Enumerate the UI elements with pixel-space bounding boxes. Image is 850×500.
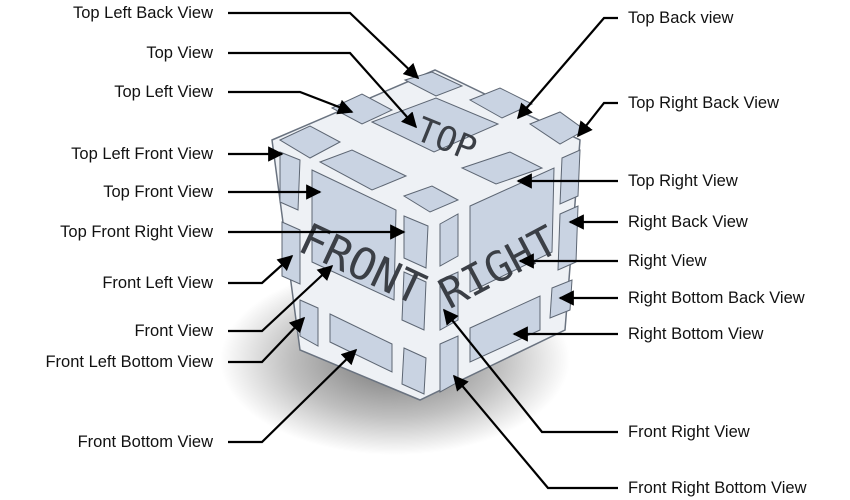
label-top-front-right-view: Top Front Right View bbox=[60, 223, 213, 241]
leader-front-left bbox=[228, 254, 294, 285]
label-front-left-view: Front Left View bbox=[102, 274, 213, 292]
label-front-view: Front View bbox=[134, 322, 213, 340]
label-top-left-view: Top Left View bbox=[114, 83, 213, 101]
label-front-left-bottom-view: Front Left Bottom View bbox=[45, 353, 213, 371]
leader-top-left bbox=[228, 90, 354, 115]
label-front-right-bottom-view: Front Right Bottom View bbox=[628, 479, 807, 497]
label-top-left-back-view: Top Left Back View bbox=[72, 4, 213, 22]
label-top-back-view: Top Back view bbox=[628, 9, 734, 27]
label-front-right-view: Front Right View bbox=[628, 423, 750, 441]
label-right-back-view: Right Back View bbox=[628, 213, 748, 231]
leader-front-right-bottom bbox=[453, 374, 618, 490]
label-top-front-view: Top Front View bbox=[103, 183, 213, 201]
leader-front-left-bottom bbox=[228, 316, 306, 364]
label-right-bottom-view: Right Bottom View bbox=[628, 325, 764, 343]
leader-top-left-back bbox=[228, 11, 420, 80]
leader-lines bbox=[228, 11, 618, 490]
label-top-left-front-view: Top Left Front View bbox=[71, 145, 213, 163]
leader-top-back bbox=[516, 16, 618, 120]
leader-top bbox=[228, 51, 418, 129]
leader-front bbox=[228, 264, 334, 333]
label-front-bottom-view: Front Bottom View bbox=[77, 433, 213, 451]
label-top-right-view: Top Right View bbox=[628, 172, 738, 190]
label-top-right-back-view: Top Right Back View bbox=[628, 94, 780, 112]
label-top-view: Top View bbox=[146, 44, 213, 62]
leader-front-right bbox=[443, 308, 618, 434]
label-right-view: Right View bbox=[628, 252, 707, 270]
leader-front-bottom bbox=[228, 348, 358, 444]
label-right-bottom-back-view: Right Bottom Back View bbox=[628, 289, 805, 307]
leader-top-right-back bbox=[577, 101, 618, 138]
